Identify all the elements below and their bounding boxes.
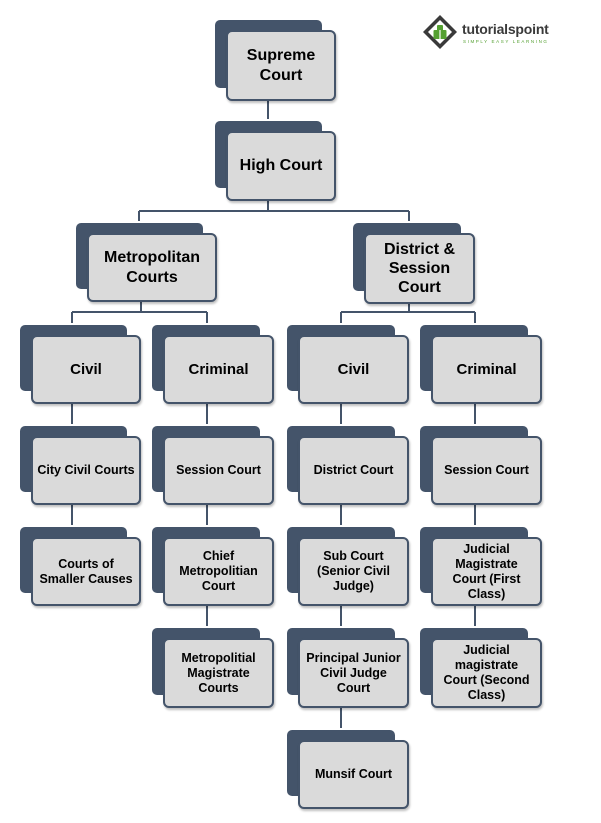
- node-label: Criminal: [163, 335, 274, 404]
- node-label: Session Court: [431, 436, 542, 505]
- node-label: High Court: [226, 131, 336, 201]
- node-district-session-court: District & Session Court: [353, 223, 475, 304]
- node-label: District & Session Court: [364, 233, 475, 304]
- logo-wordmark: tutorialspoint: [462, 21, 549, 37]
- node-label: Session Court: [163, 436, 274, 505]
- node-sub-court: Sub Court (Senior Civil Judge): [287, 527, 409, 606]
- node-metropolitial-magistrate-courts: Metropolitial Magistrate Courts: [152, 628, 274, 708]
- node-label: Sub Court (Senior Civil Judge): [298, 537, 409, 606]
- node-principal-junior-civil-judge-court: Principal Junior Civil Judge Court: [287, 628, 409, 708]
- node-courts-smaller-causes: Courts of Smaller Causes: [20, 527, 141, 606]
- node-city-civil-courts: City Civil Courts: [20, 426, 141, 505]
- node-munsif-court: Munsif Court: [287, 730, 409, 809]
- node-ds-session-court: Session Court: [420, 426, 542, 505]
- node-metropolitan-courts: Metropolitan Courts: [76, 223, 217, 302]
- node-ds-civil: Civil: [287, 325, 409, 404]
- tutorialspoint-logo-icon: [423, 15, 457, 49]
- node-judicial-magistrate-second-class: Judicial magistrate Court (Second Class): [420, 628, 542, 708]
- node-supreme-court: Supreme Court: [215, 20, 336, 101]
- node-label: Metropolitan Courts: [87, 233, 217, 302]
- node-label: Principal Junior Civil Judge Court: [298, 638, 409, 708]
- node-label: Metropolitial Magistrate Courts: [163, 638, 274, 708]
- logo-tagline: SIMPLY EASY LEARNING: [463, 39, 549, 44]
- node-label: Civil: [31, 335, 141, 404]
- node-ds-criminal: Criminal: [420, 325, 542, 404]
- node-high-court: High Court: [215, 121, 336, 201]
- node-metro-session-court: Session Court: [152, 426, 274, 505]
- node-label: Supreme Court: [226, 30, 336, 101]
- node-chief-metropolitian-court: Chief Metropolitian Court: [152, 527, 274, 606]
- node-label: Civil: [298, 335, 409, 404]
- tutorialspoint-logo: tutorialspoint SIMPLY EASY LEARNING: [422, 14, 567, 50]
- node-label: Judicial magistrate Court (Second Class): [431, 638, 542, 708]
- node-district-court: District Court: [287, 426, 409, 505]
- node-label: City Civil Courts: [31, 436, 141, 505]
- node-label: Munsif Court: [298, 740, 409, 809]
- node-label: Criminal: [431, 335, 542, 404]
- node-label: District Court: [298, 436, 409, 505]
- node-metro-criminal: Criminal: [152, 325, 274, 404]
- node-metro-civil: Civil: [20, 325, 141, 404]
- node-judicial-magistrate-first-class: Judicial Magistrate Court (First Class): [420, 527, 542, 606]
- node-label: Chief Metropolitian Court: [163, 537, 274, 606]
- node-label: Judicial Magistrate Court (First Class): [431, 537, 542, 606]
- node-label: Courts of Smaller Causes: [31, 537, 141, 606]
